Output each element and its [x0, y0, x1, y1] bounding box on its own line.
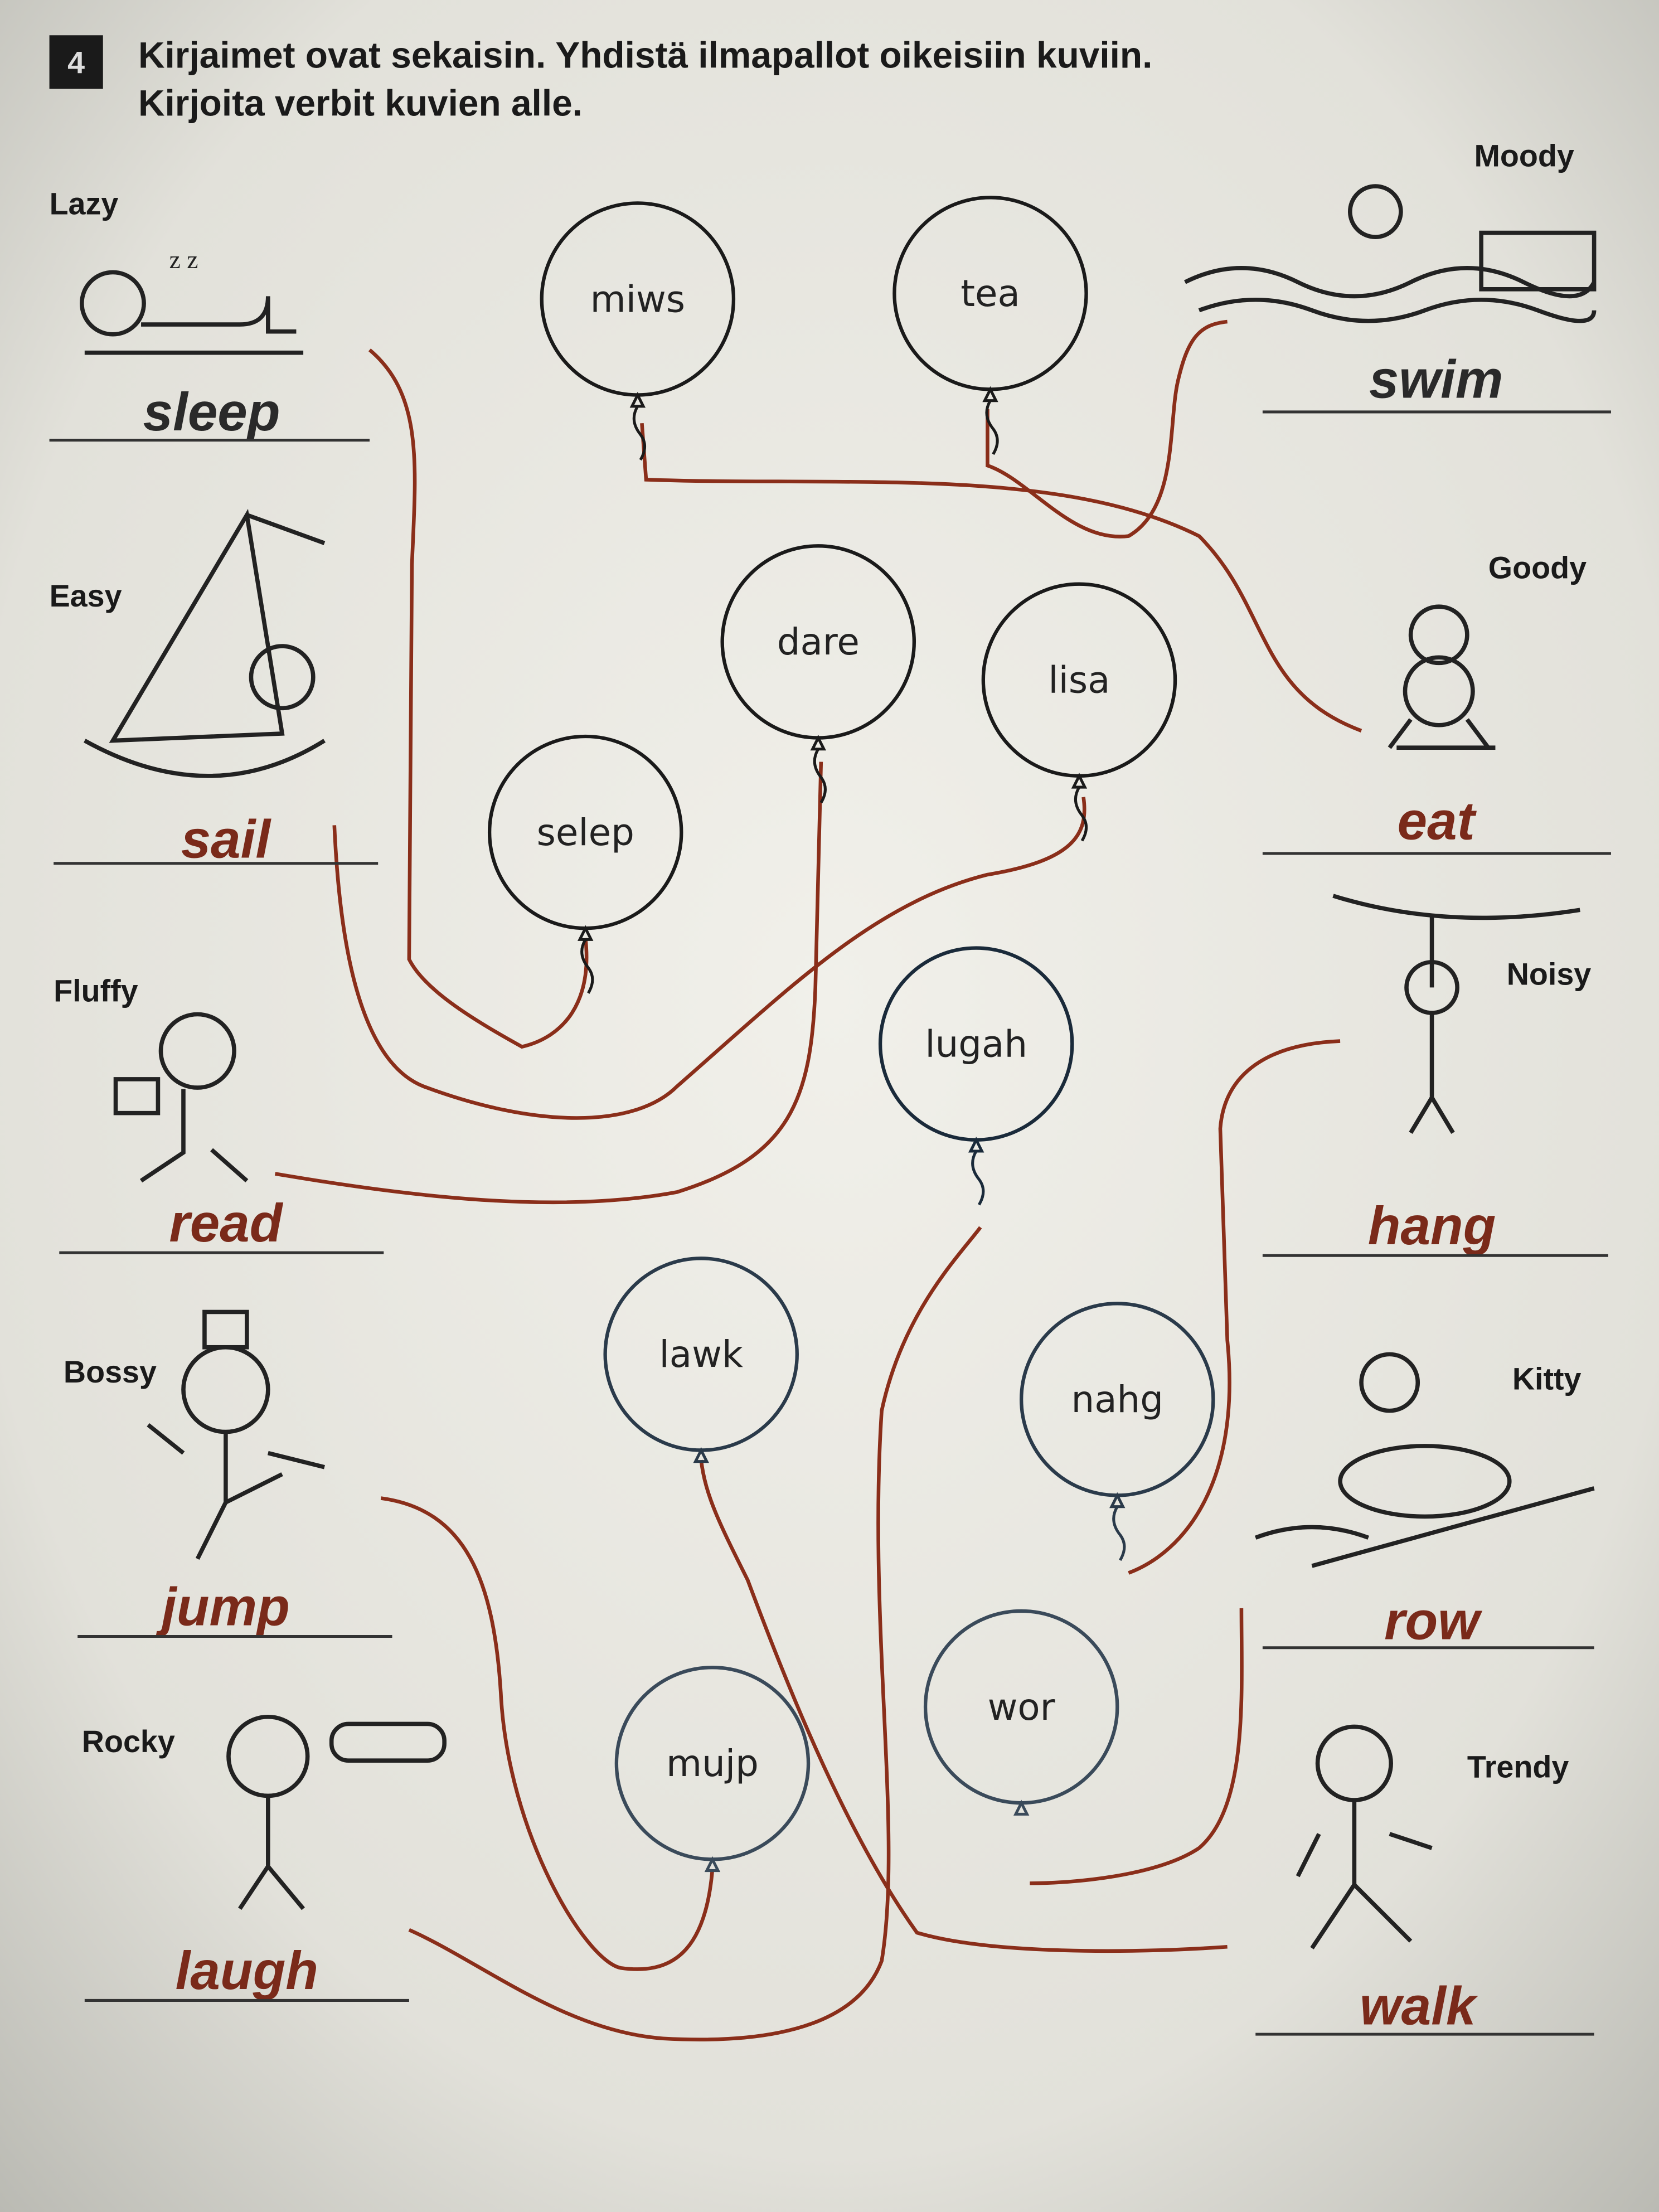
- sailboat-figure-icon: [83, 508, 326, 778]
- instruction-line-1: Kirjaimet ovat sekaisin. Yhdistä ilmapal…: [138, 34, 1152, 75]
- character-rocky: Rocky laugh: [82, 1714, 447, 2002]
- exercise-number-box: [49, 35, 103, 89]
- answer-text: jump: [156, 1577, 290, 1637]
- balloon-text: dare: [777, 620, 860, 663]
- balloon[interactable]: lawk: [603, 1257, 799, 1463]
- answer-text: eat: [1398, 792, 1477, 851]
- laughing-figure-icon: [226, 1714, 447, 1910]
- character-lazy: Lazy z z sleep: [50, 187, 370, 442]
- line-hang-nahg: [1128, 1039, 1341, 1575]
- balloon-text: tea: [961, 272, 1020, 315]
- character-name: Bossy: [64, 1355, 157, 1389]
- character-moody: Moody swim: [1184, 139, 1611, 414]
- line-sail-lisa: [332, 797, 1086, 1120]
- line-laugh-lugah: [408, 1226, 982, 2041]
- line-sleep-selep: [368, 348, 589, 1049]
- balloon[interactable]: tea: [892, 196, 1088, 455]
- character-name: Lazy: [50, 187, 119, 221]
- answer-text: read: [169, 1194, 283, 1253]
- character-name: Goody: [1488, 551, 1587, 585]
- character-bossy: Bossy jump: [64, 1309, 392, 1638]
- balloon[interactable]: nahg: [1020, 1302, 1215, 1561]
- reading-figure-icon: [113, 1012, 249, 1183]
- sleeping-figure-icon: z z: [79, 245, 304, 355]
- balloon-text: lisa: [1048, 659, 1110, 702]
- answer-text: sail: [181, 810, 272, 870]
- balloon-text: nahg: [1071, 1378, 1163, 1421]
- balloon[interactable]: lisa: [981, 582, 1177, 842]
- character-kitty: Kitty row: [1254, 1352, 1595, 1651]
- balloon-text: selep: [537, 811, 634, 854]
- balloon-text: miws: [590, 278, 685, 321]
- character-name: Trendy: [1467, 1750, 1569, 1784]
- character-name: Rocky: [82, 1724, 175, 1759]
- balloon[interactable]: mujp: [614, 1666, 811, 1873]
- balloon[interactable]: lugah: [878, 946, 1074, 1206]
- character-noisy: Noisy hang: [1262, 894, 1608, 1257]
- answer-text: swim: [1369, 350, 1503, 410]
- character-name: Fluffy: [54, 974, 138, 1008]
- balloon[interactable]: miws: [540, 201, 736, 461]
- line-read-dare: [274, 761, 823, 1205]
- balloon[interactable]: wor: [923, 1609, 1119, 1816]
- answer-text: sleep: [143, 382, 280, 442]
- walking-figure-icon: [1296, 1724, 1433, 1949]
- character-name: Easy: [50, 579, 122, 613]
- balloon[interactable]: selep: [487, 734, 683, 994]
- svg-text:z z: z z: [169, 245, 198, 274]
- character-easy: Easy sail: [50, 508, 379, 870]
- rowing-figure-icon: [1254, 1352, 1595, 1568]
- drawn-connections: [274, 319, 1362, 2041]
- eating-figure-icon: [1388, 604, 1496, 750]
- answer-text: row: [1384, 1592, 1482, 1651]
- character-goody: Goody eat: [1262, 551, 1611, 855]
- balloon[interactable]: dare: [720, 544, 916, 804]
- answer-text: hang: [1368, 1196, 1496, 1256]
- character-name: Noisy: [1507, 957, 1592, 991]
- balloon-text: lawk: [659, 1333, 743, 1376]
- balloon-text: wor: [988, 1686, 1056, 1729]
- exercise-header: 4 Kirjaimet ovat sekaisin. Yhdistä ilmap…: [49, 34, 1152, 124]
- line-swim-tea: [986, 319, 1228, 539]
- swimming-figure-icon: [1184, 184, 1597, 323]
- line-jump-mujp: [380, 1496, 715, 1971]
- character-name: Kitty: [1512, 1362, 1582, 1396]
- answer-text: walk: [1360, 1976, 1478, 2036]
- exercise-number: 4: [67, 46, 85, 80]
- character-trendy: Trendy walk: [1255, 1724, 1594, 2036]
- character-fluffy: Fluffy read: [54, 974, 384, 1254]
- hanging-figure-icon: [1332, 894, 1580, 1134]
- jumping-figure-icon: [147, 1309, 325, 1560]
- balloon-text: mujp: [666, 1742, 759, 1785]
- line-walk-lawk: [699, 1459, 1228, 1953]
- answer-text: laugh: [176, 1941, 318, 2001]
- instruction-line-2: Kirjoita verbit kuvien alle.: [138, 83, 583, 124]
- balloons: miws tea dare lisa selep lugah lawk nahg…: [487, 196, 1215, 1873]
- balloon-text: lugah: [925, 1022, 1027, 1065]
- line-row-wor: [1030, 1608, 1244, 1885]
- character-name: Moody: [1474, 139, 1574, 173]
